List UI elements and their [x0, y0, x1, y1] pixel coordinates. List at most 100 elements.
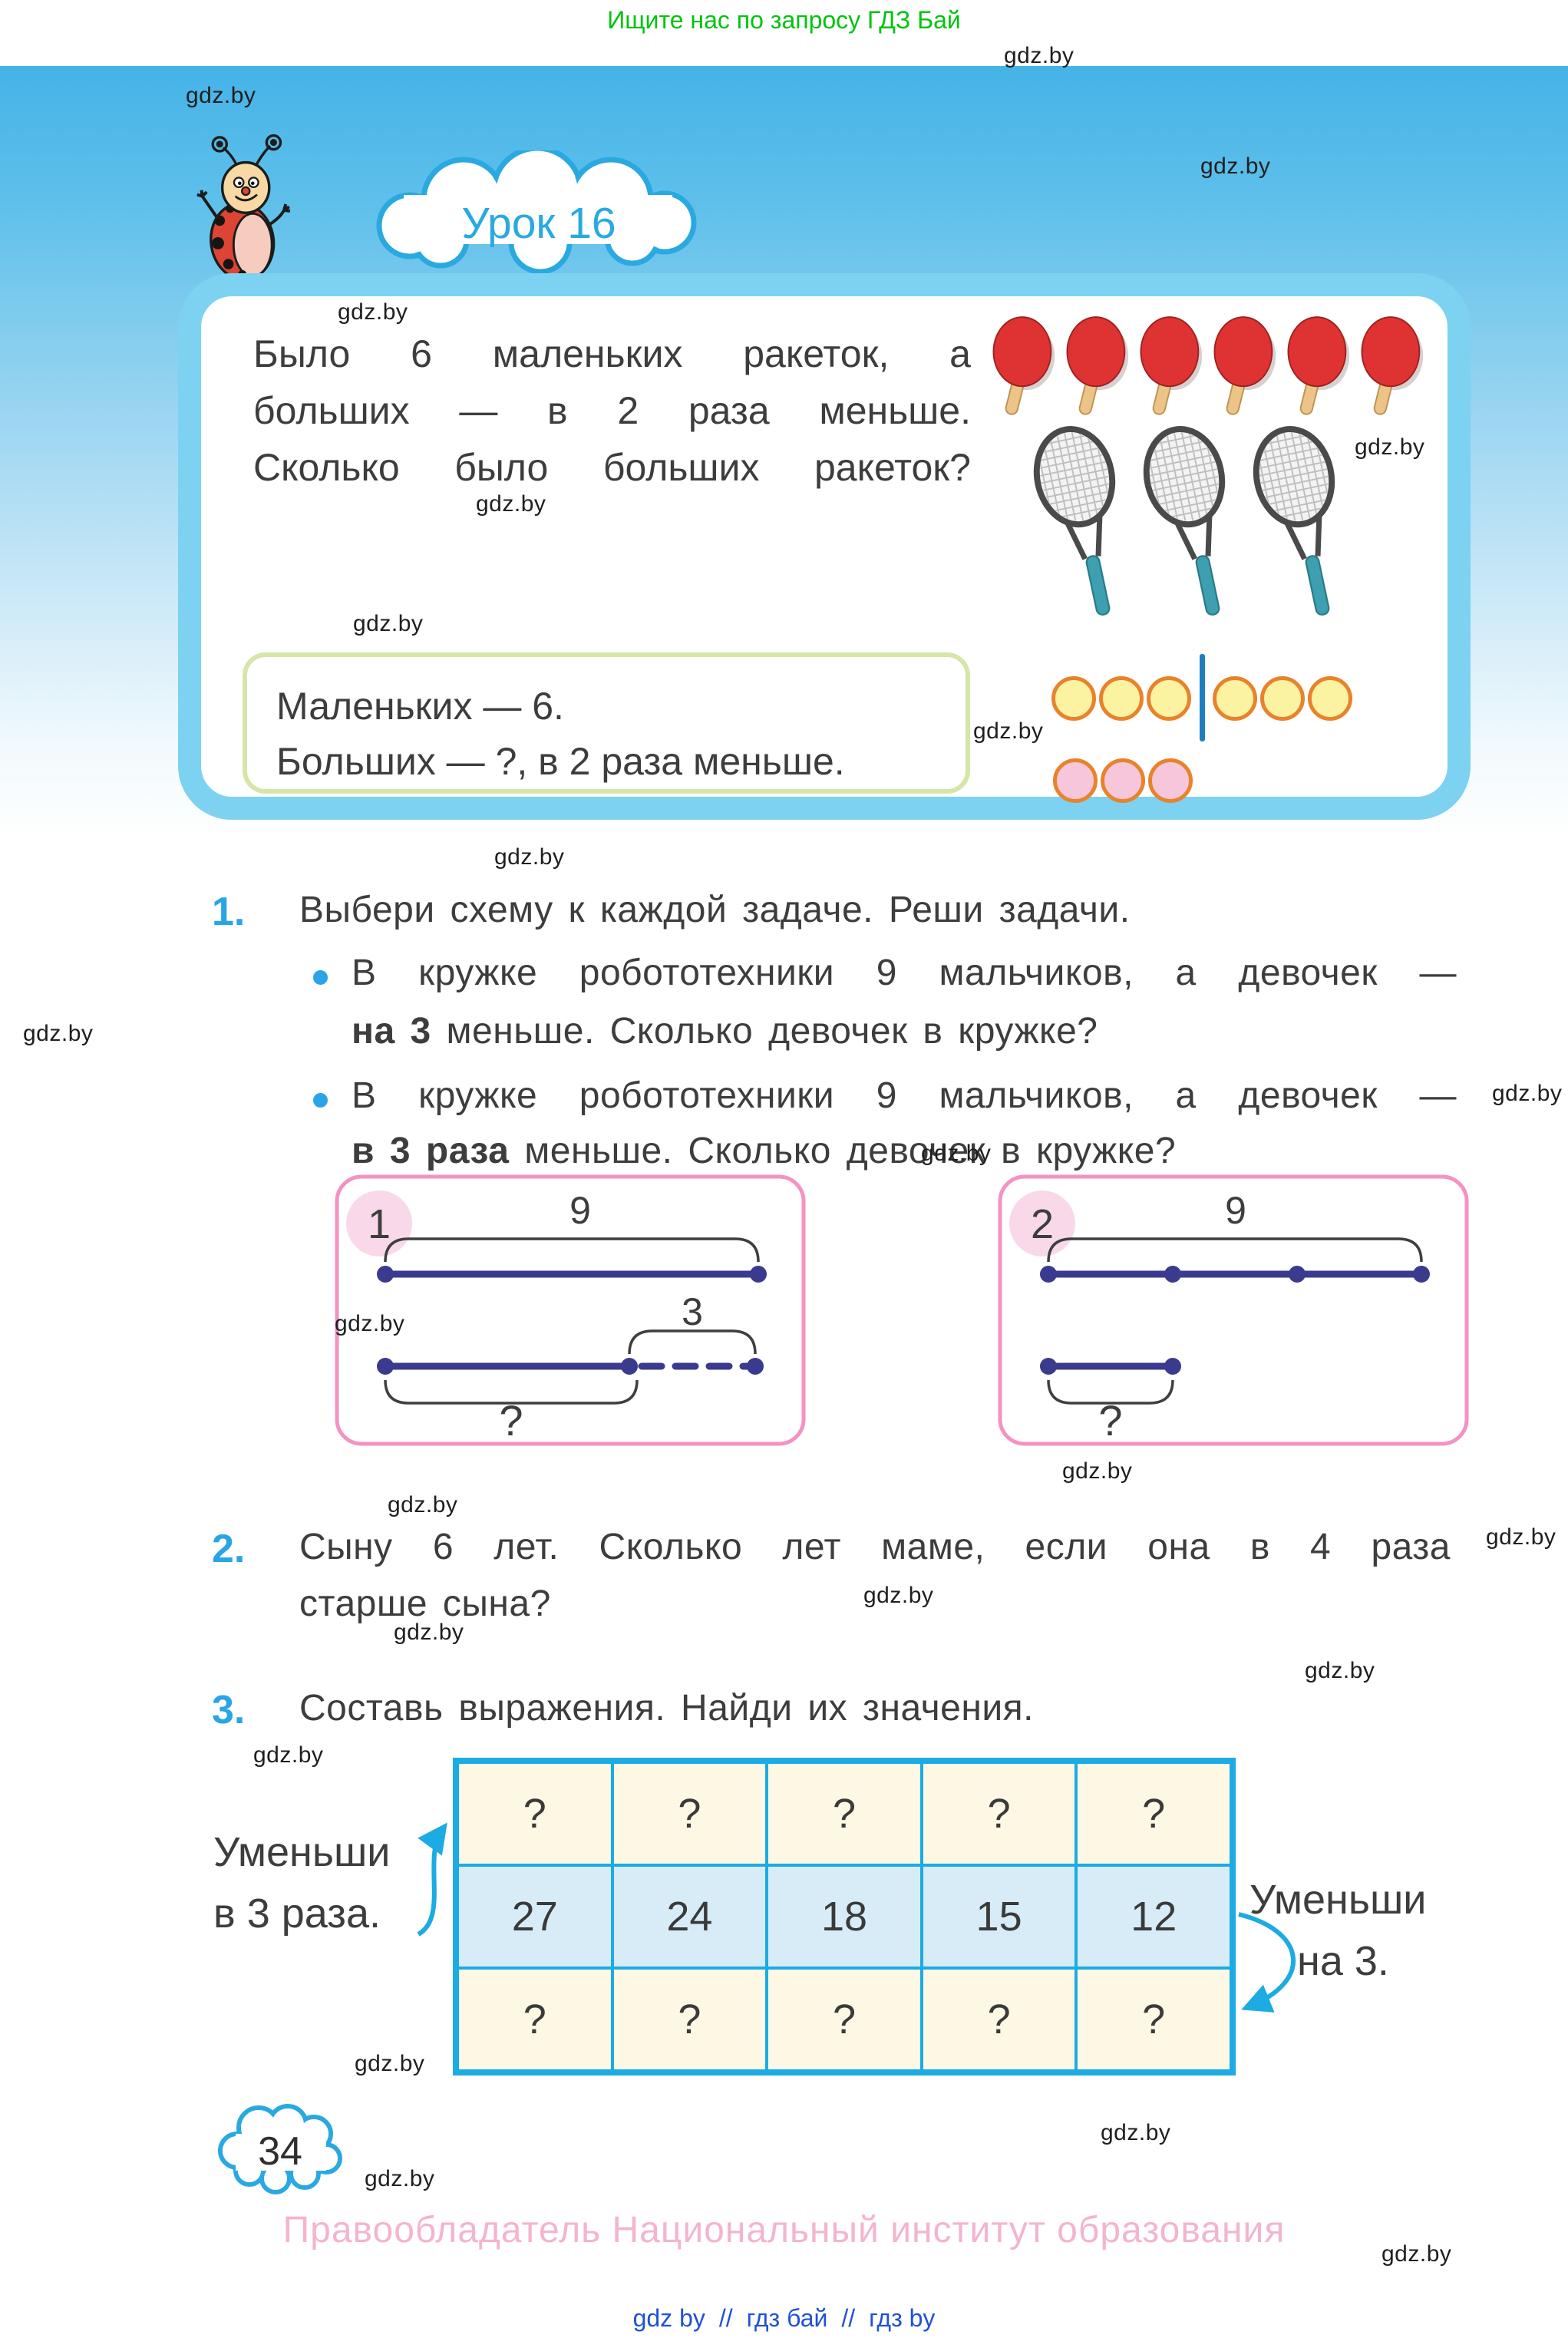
footer-link[interactable]: gdz by	[632, 2304, 705, 2332]
watermark: gdz.by	[353, 611, 424, 636]
task1-title: Выбери схему к каждой задаче. Реши задач…	[299, 890, 1131, 930]
task1-bullet2-bold: в 3 раза	[352, 1131, 510, 1171]
lesson-title: Урок 16	[461, 199, 616, 248]
promo-banner: Ищите нас по запросу ГДЗ Бай	[607, 6, 961, 34]
task1-number: 1.	[212, 890, 246, 934]
table-cell: ?	[1078, 1764, 1230, 1864]
table-tennis-paddle-icon	[1213, 316, 1276, 415]
note-box	[243, 652, 970, 794]
task1-bullet2-line2: в 3 раза меньше. Сколько девочек в кружк…	[352, 1130, 1176, 1172]
table-cell: 18	[768, 1867, 920, 1966]
watermark: gdz.by	[1486, 1524, 1556, 1550]
counting-circle	[1099, 676, 1144, 721]
table-cell: 12	[1078, 1867, 1230, 1966]
page-number-cloud: 34	[218, 2104, 342, 2194]
decrease-by-3-arrow	[1238, 1912, 1296, 2013]
note-line-2: Больших — ?, в 2 раза меньше.	[276, 740, 845, 783]
bracket-part	[628, 1329, 757, 1355]
task1-bullet1-bold: на 3	[352, 1011, 431, 1052]
bracket-question	[384, 1379, 639, 1405]
task1-bullet2-line1: В кружке робототехники 9 мальчиков, а де…	[352, 1075, 1457, 1116]
task1-bullet1-line1: В кружке робототехники 9 мальчиков, а де…	[352, 953, 1457, 993]
link-separator[interactable]: //	[841, 2304, 856, 2332]
watermark: gdz.by	[253, 1742, 324, 1768]
table-cell: ?	[459, 1970, 611, 2069]
link-separator[interactable]: //	[718, 2304, 733, 2332]
page-number: 34	[258, 2129, 302, 2174]
racket-row	[1017, 418, 1431, 633]
watermark: gdz.by	[388, 1492, 458, 1517]
counting-circle	[1147, 676, 1191, 721]
task1-bullet1-rest: меньше. Сколько девочек в кружке?	[431, 1011, 1098, 1052]
watermark: gdz.by	[23, 1021, 94, 1046]
task2-line1: Сыну 6 лет. Сколько лет маме, если она в…	[299, 1527, 1451, 1567]
watermark: gdz.by	[1492, 1081, 1563, 1106]
schema2-badge: 2	[1031, 1201, 1054, 1247]
table-cell: ?	[613, 1970, 766, 2069]
watermark: gdz.by	[335, 1311, 405, 1336]
footer-links: gdz by // гдз бай // гдз by	[0, 2304, 1568, 2333]
footer-link[interactable]: гдз by	[869, 2304, 936, 2332]
watermark: gdz.by	[494, 844, 565, 870]
schema2-total-label: 9	[1225, 1189, 1246, 1232]
table-cell: 15	[923, 1867, 1075, 1966]
table-cell: ?	[768, 1970, 920, 2069]
lesson-title-cloud: Урок 16	[376, 150, 697, 273]
bracket-total	[384, 1237, 760, 1263]
table-tennis-paddle-icon	[1287, 316, 1350, 415]
watermark: gdz.by	[1200, 154, 1271, 179]
schema1-badge: 1	[368, 1201, 391, 1247]
tennis-racket-icon	[1251, 425, 1337, 616]
paddle-row	[984, 313, 1452, 417]
circles-diagram	[1044, 652, 1374, 806]
problem-text: Было 6 маленьких ракеток, а больших — в …	[253, 325, 971, 496]
counting-circle	[1213, 676, 1257, 721]
counting-circle	[1053, 758, 1098, 803]
counting-circle	[1101, 758, 1145, 803]
watermark: gdz.by	[921, 1141, 992, 1166]
group-divider-line	[1200, 654, 1205, 741]
table-cell: ?	[923, 1764, 1075, 1864]
schema1-part-label: 3	[682, 1290, 703, 1333]
footer-link[interactable]: гдз бай	[746, 2304, 828, 2332]
bracket-total	[1047, 1237, 1423, 1263]
schema-box-2: 2 9 ?	[998, 1174, 1469, 1446]
counting-circle	[1308, 676, 1352, 721]
table-cell: ?	[613, 1764, 766, 1864]
watermark: gdz.by	[394, 1620, 464, 1645]
table-cell: ?	[459, 1764, 611, 1864]
tennis-racket-icon	[1141, 425, 1227, 616]
task3-number: 3.	[212, 1688, 246, 1732]
table-left-label-line2: в 3 раза.	[213, 1891, 381, 1937]
table-cell: 27	[459, 1867, 611, 1966]
decrease-by-3-times-arrow	[417, 1822, 447, 1937]
table-tennis-paddle-icon	[992, 316, 1055, 415]
schema1-total-label: 9	[569, 1189, 591, 1232]
table-tennis-paddle-icon	[1140, 316, 1203, 415]
table-cell: 24	[613, 1867, 766, 1966]
watermark: gdz.by	[476, 491, 546, 517]
task2-number: 2.	[212, 1527, 246, 1571]
counting-circle	[1051, 676, 1096, 721]
table-cell: ?	[768, 1764, 920, 1864]
watermark: gdz.by	[338, 299, 408, 325]
note-text: Маленьких — 6. Больших — ?, в 2 раза мен…	[276, 679, 845, 789]
watermark: gdz.by	[1381, 2241, 1452, 2267]
task1-bullet2-rest: меньше. Сколько девочек в кружке?	[509, 1131, 1177, 1171]
task2-line2: старше сына?	[299, 1583, 551, 1624]
watermark: gdz.by	[186, 83, 256, 108]
table-right-label-line2: на 3.	[1297, 1938, 1389, 1984]
tennis-racket-icon	[1032, 425, 1117, 616]
copyright-line: Правообладатель Национальный институт об…	[282, 2210, 1286, 2250]
watermark: gdz.by	[863, 1583, 934, 1608]
bullet-dot	[313, 1093, 328, 1108]
table-cell: ?	[1078, 1970, 1230, 2069]
problem-line-3: Сколько было больших ракеток?	[253, 446, 971, 489]
schema2-question-label: ?	[1098, 1396, 1122, 1445]
watermark: gdz.by	[365, 2166, 435, 2191]
watermark: gdz.by	[1355, 434, 1425, 460]
watermark: gdz.by	[1004, 43, 1074, 68]
schema-box-1: 1 9 3 ?	[335, 1174, 806, 1446]
bullet-dot	[313, 970, 328, 985]
